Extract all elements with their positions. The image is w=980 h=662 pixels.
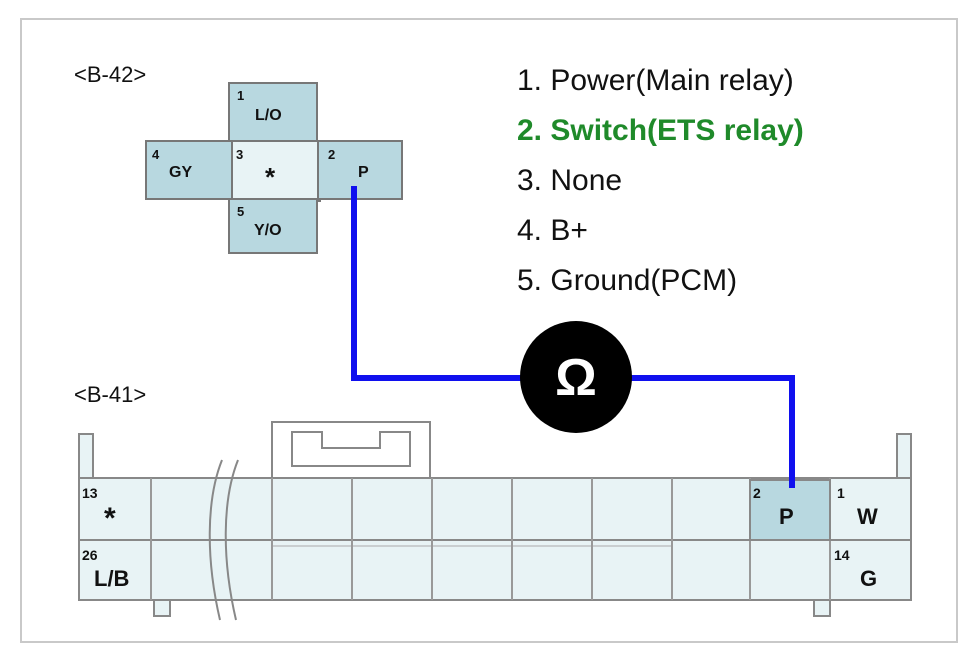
diagram-frame: 1 L/O 4 GY 3 * 2 P 5 Y/O (20, 18, 958, 643)
b42-pin-4-num: 4 (152, 147, 160, 162)
b42-pin-2-num: 2 (328, 147, 335, 162)
test-wire (351, 186, 530, 381)
b41-pin-14-num: 14 (834, 547, 850, 563)
break-mark (208, 459, 223, 621)
legend-item-4: 4. B+ (517, 214, 588, 247)
connector-b42 (145, 82, 403, 254)
b41-pin-26-wire: L/B (94, 566, 129, 591)
b42-title: <B-42> (74, 62, 147, 87)
legend-item-5: 5. Ground(PCM) (517, 264, 738, 297)
legend-item-1: 1. Power(Main relay) (517, 64, 794, 97)
b42-pin-1-wire: L/O (255, 107, 282, 124)
b42-pin-3-cell (231, 140, 321, 202)
b42-pin-3-wire: * (265, 162, 276, 192)
b42-pin-5-cell (228, 198, 318, 254)
b42-pin-1-num: 1 (237, 88, 244, 103)
b41-pin-14-wire: G (860, 566, 877, 591)
wiring-diagram: 1 L/O 4 GY 3 * 2 P 5 Y/O (78, 82, 912, 621)
b41-pin-2-wire: P (779, 504, 794, 529)
b42-pin-2-wire: P (358, 164, 369, 181)
b41-pin-2-cell (749, 479, 831, 541)
b42-pin-2-cell (317, 140, 403, 200)
b41-pin-1-num: 1 (837, 485, 845, 501)
b42-pin-5-wire: Y/O (254, 222, 282, 239)
b42-pin-5-num: 5 (237, 204, 244, 219)
legend-item-2: 2. Switch(ETS relay) (517, 114, 804, 147)
ohmmeter: Ω (520, 321, 632, 433)
ohm-symbol: Ω (555, 349, 597, 407)
connector-b41 (78, 421, 912, 621)
legend-item-3: 3. None (517, 164, 623, 197)
b41-key (271, 421, 431, 479)
b41-pin-13-num: 13 (82, 485, 98, 501)
pin-legend: 1. Power(Main relay) 2. Switch(ETS relay… (517, 64, 804, 298)
b42-pin-4-wire: GY (169, 164, 192, 181)
b41-title: <B-41> (74, 382, 147, 407)
b41-pin-1-wire: W (857, 504, 878, 529)
b41-pin-26-num: 26 (82, 547, 98, 563)
b41-pin-13-wire: * (104, 502, 116, 535)
test-wire-right (622, 375, 795, 488)
b42-pin-3-num: 3 (236, 147, 243, 162)
b41-pin-2-num: 2 (753, 485, 761, 501)
ohmmeter-icon (520, 321, 632, 433)
b42-pin-4-cell (145, 140, 235, 200)
b42-pin-1-cell (228, 82, 318, 152)
